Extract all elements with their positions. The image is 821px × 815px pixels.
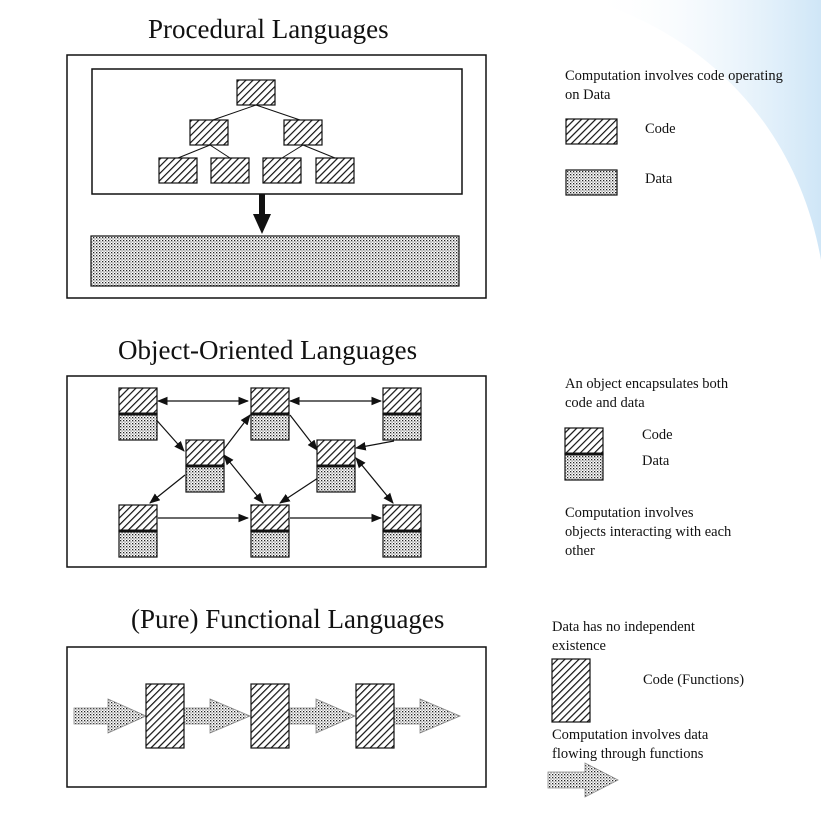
oo-title: Object-Oriented Languages bbox=[118, 335, 418, 365]
functional-note: Data has no independent existence bbox=[552, 619, 695, 654]
functional-code-block bbox=[145, 683, 185, 749]
oo-object bbox=[118, 387, 158, 441]
functional-code-block bbox=[355, 683, 395, 749]
functional-diagram bbox=[66, 646, 487, 788]
procedural-code-block bbox=[262, 157, 302, 184]
functional-code-block bbox=[250, 683, 290, 749]
oo-object bbox=[382, 504, 422, 558]
functional-flow-arrows bbox=[73, 698, 462, 734]
procedural-code-block bbox=[283, 119, 323, 146]
oo-diagram bbox=[66, 375, 487, 568]
procedural-code-block bbox=[189, 119, 229, 146]
procedural-code-block bbox=[210, 157, 250, 184]
oo-arrows bbox=[149, 396, 395, 523]
oo-object bbox=[316, 439, 356, 493]
legend-object-swatch bbox=[564, 427, 604, 481]
procedural-data-block bbox=[90, 235, 460, 287]
procedural-diagram bbox=[66, 54, 487, 299]
procedural-arrow-shaft bbox=[259, 194, 265, 216]
oo-object bbox=[250, 504, 290, 558]
procedural-outer-frame bbox=[66, 54, 487, 299]
procedural-arrow-head bbox=[253, 214, 271, 234]
legend-flow-swatch bbox=[547, 762, 619, 798]
procedural-title: Procedural Languages bbox=[148, 14, 389, 44]
oo-legend-code-label: Code bbox=[642, 427, 673, 443]
oo-object bbox=[382, 387, 422, 441]
oo-note-2: Computation involves objects interacting… bbox=[565, 505, 732, 559]
oo-objects bbox=[118, 387, 422, 558]
functional-legend-code-label: Code (Functions) bbox=[643, 672, 745, 688]
legend-data-swatch bbox=[565, 169, 618, 196]
oo-note: An object encapsulates both code and dat… bbox=[565, 376, 729, 411]
legend-function-swatch bbox=[551, 658, 591, 723]
functional-outer-frame bbox=[66, 646, 487, 788]
procedural-legend-data-label: Data bbox=[645, 171, 673, 187]
procedural-code-frame bbox=[91, 68, 463, 195]
procedural-code-block bbox=[315, 157, 355, 184]
oo-object bbox=[250, 387, 290, 441]
procedural-note: Computation involves code operating on D… bbox=[565, 68, 783, 103]
procedural-code-block bbox=[236, 79, 276, 106]
procedural-legend-code-label: Code bbox=[645, 121, 676, 137]
corner-accent bbox=[590, 0, 821, 260]
legend-code-swatch bbox=[565, 118, 618, 145]
procedural-code-block bbox=[158, 157, 198, 184]
oo-object bbox=[185, 439, 225, 493]
oo-outer-frame bbox=[66, 375, 487, 568]
functional-note-2: Computation involves data flowing throug… bbox=[552, 727, 709, 762]
oo-legend-data-label: Data bbox=[642, 453, 670, 469]
oo-object bbox=[118, 504, 158, 558]
procedural-tree-lines bbox=[177, 104, 336, 159]
functional-title: (Pure) Functional Languages bbox=[131, 604, 445, 634]
